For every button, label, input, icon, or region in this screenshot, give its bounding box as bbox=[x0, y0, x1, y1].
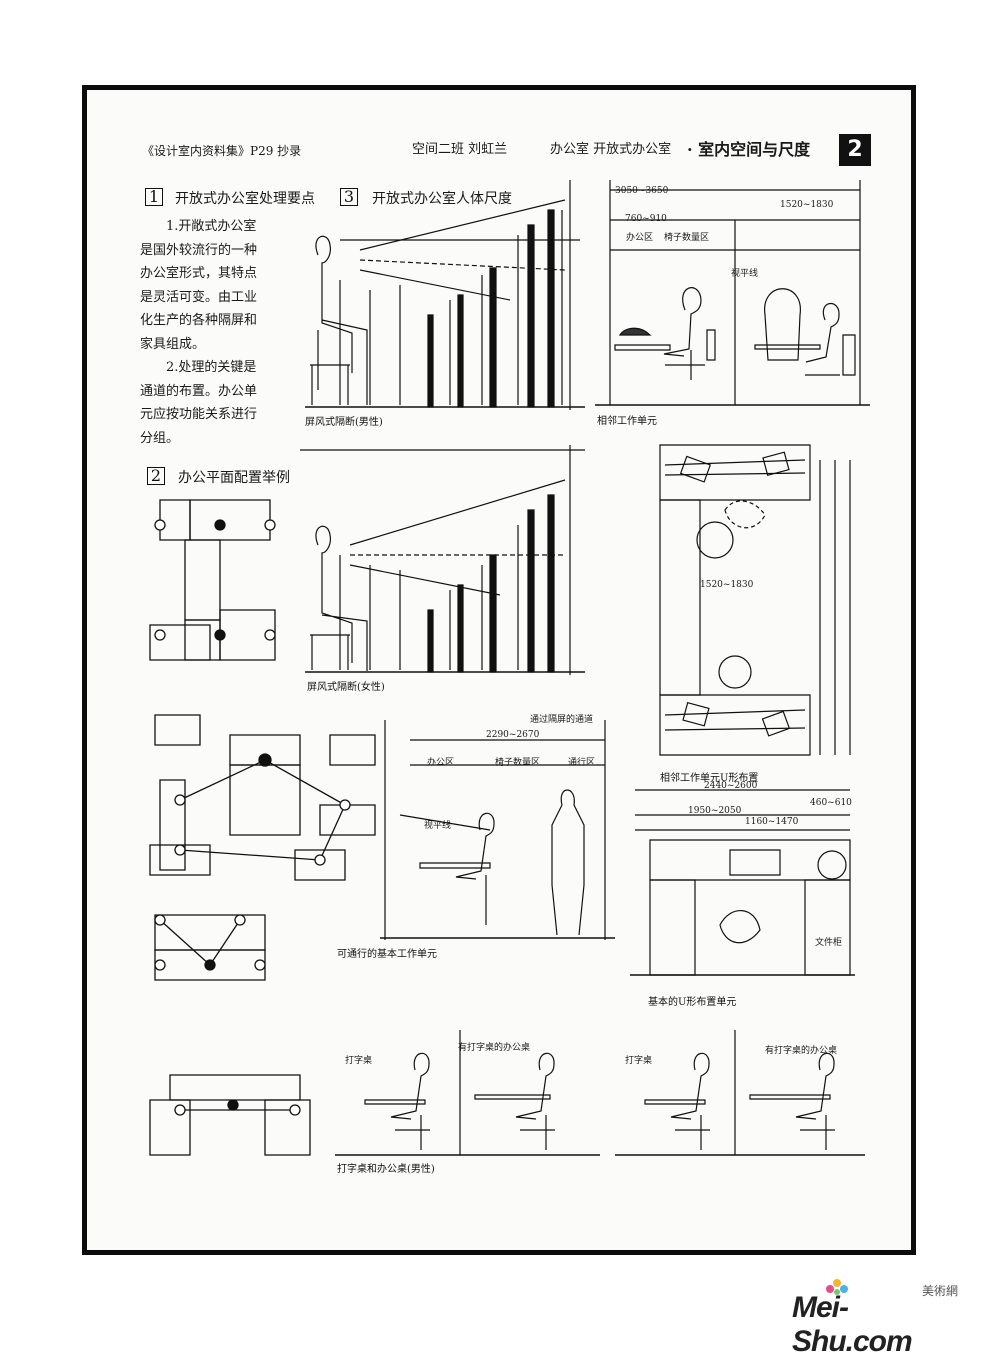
plan-c bbox=[155, 915, 265, 980]
book-reference: 《设计室内资料集》P29 抄录 bbox=[142, 144, 302, 158]
para-line: 分组。 bbox=[140, 430, 180, 446]
author-class: 空间二班 刘虹兰 bbox=[412, 142, 508, 157]
caption-passable: 可通行的基本工作单元 bbox=[337, 949, 437, 960]
caption-adjacent-u: 相邻工作单元U形布置 bbox=[660, 773, 759, 784]
caption-adjacent: 相邻工作单元 bbox=[597, 416, 657, 427]
dim-u-a: 1950~2050 bbox=[688, 806, 742, 816]
screen-partition-male-drawing bbox=[300, 180, 590, 410]
watermark-brand: Mei-Shu.com bbox=[792, 1291, 913, 1358]
para-line: 1.开敞式办公室 bbox=[166, 219, 257, 234]
basic-u-plan-drawing bbox=[630, 785, 860, 985]
section-1-number: 1 bbox=[145, 188, 163, 206]
dim-right: 1520~1830 bbox=[780, 200, 834, 210]
para-line: 是灵活可变。由工业 bbox=[140, 289, 258, 305]
plan-a bbox=[150, 500, 275, 660]
typing-desk-drawing-right bbox=[615, 1030, 870, 1160]
office-plan-example-d bbox=[145, 1070, 315, 1160]
section-1-heading: 开放式办公室处理要点 bbox=[175, 191, 315, 207]
subject-label: 办公室 开放式办公室 bbox=[550, 142, 672, 157]
label-chair-area: 椅子数量区 bbox=[664, 233, 710, 243]
section-3-heading: 开放式办公室人体尺度 bbox=[372, 191, 512, 207]
passable-work-unit-drawing bbox=[380, 720, 620, 945]
para-line: 家具组成。 bbox=[140, 336, 206, 352]
label-aisle-note: 通过隔屏的通道 bbox=[530, 715, 594, 725]
watermark-cn: 美術網 bbox=[922, 1284, 959, 1298]
label-office-area-2: 办公区 bbox=[427, 758, 455, 768]
label-aisle: 通行区 bbox=[568, 758, 596, 768]
section-2-heading: 办公平面配置举例 bbox=[178, 470, 290, 486]
caption-screen-female: 屏风式隔断(女性) bbox=[307, 682, 385, 693]
caption-screen-male: 屏风式隔断(男性) bbox=[305, 417, 383, 428]
label-chair-area-2: 椅子数量区 bbox=[495, 758, 541, 768]
para-line: 化生产的各种隔屏和 bbox=[140, 313, 258, 328]
label-view-line: 视平线 bbox=[731, 269, 759, 279]
caption-u-basic: 基本的U形布置单元 bbox=[648, 997, 737, 1008]
label-view-line-2: 视平线 bbox=[424, 821, 452, 831]
dim-u-overall: 2440~2600 bbox=[704, 781, 758, 791]
adjacent-work-unit-drawing bbox=[595, 180, 870, 410]
dim-u-1: 1520~1830 bbox=[700, 580, 754, 590]
dim-u-c: 1160~1470 bbox=[745, 817, 799, 827]
plan-b bbox=[150, 715, 375, 880]
section-2-number: 2 bbox=[147, 467, 165, 485]
para-line: 2.处理的关键是 bbox=[166, 360, 257, 375]
page-title: · 室内空间与尺度 bbox=[687, 140, 811, 159]
dim-passable: 2290~2670 bbox=[486, 730, 540, 740]
section-3-number: 3 bbox=[340, 188, 358, 206]
dim-mid: 760~910 bbox=[625, 214, 667, 224]
label-typing-desk-2: 打字桌 bbox=[625, 1056, 653, 1066]
para-line: 通道的布置。办公单 bbox=[140, 383, 258, 399]
office-plan-examples bbox=[145, 495, 385, 985]
section-1-text: 1.开敞式办公室 是国外较流行的一种 办公室形式，其特点 是灵活可变。由工业 化… bbox=[140, 215, 300, 450]
para-line: 是国外较流行的一种 bbox=[140, 242, 258, 258]
label-office-area: 办公区 bbox=[626, 233, 654, 243]
watermark: Mei-Shu.com 美術網 bbox=[792, 1279, 962, 1358]
adjacent-u-plan-drawing bbox=[655, 440, 860, 765]
drawing-sheet bbox=[82, 85, 916, 1255]
para-line: 办公室形式，其特点 bbox=[140, 266, 258, 281]
caption-typing: 打字桌和办公桌(男性) bbox=[337, 1164, 435, 1175]
screen-partition-female-drawing bbox=[300, 445, 590, 675]
label-office-desk-2: 有打字桌的办公桌 bbox=[765, 1046, 838, 1056]
page-number-badge: 2 bbox=[839, 134, 871, 166]
para-line: 元应按功能关系进行 bbox=[140, 407, 258, 422]
label-office-desk: 有打字桌的办公桌 bbox=[458, 1043, 531, 1053]
label-typing-desk: 打字桌 bbox=[345, 1056, 373, 1066]
dim-u-b: 460~610 bbox=[810, 798, 852, 808]
label-file-cabinet: 文件柜 bbox=[815, 938, 843, 948]
typing-desk-drawing-left bbox=[335, 1030, 605, 1160]
dim-overall: 3050~3650 bbox=[615, 186, 669, 196]
flower-logo-icon bbox=[826, 1279, 848, 1295]
